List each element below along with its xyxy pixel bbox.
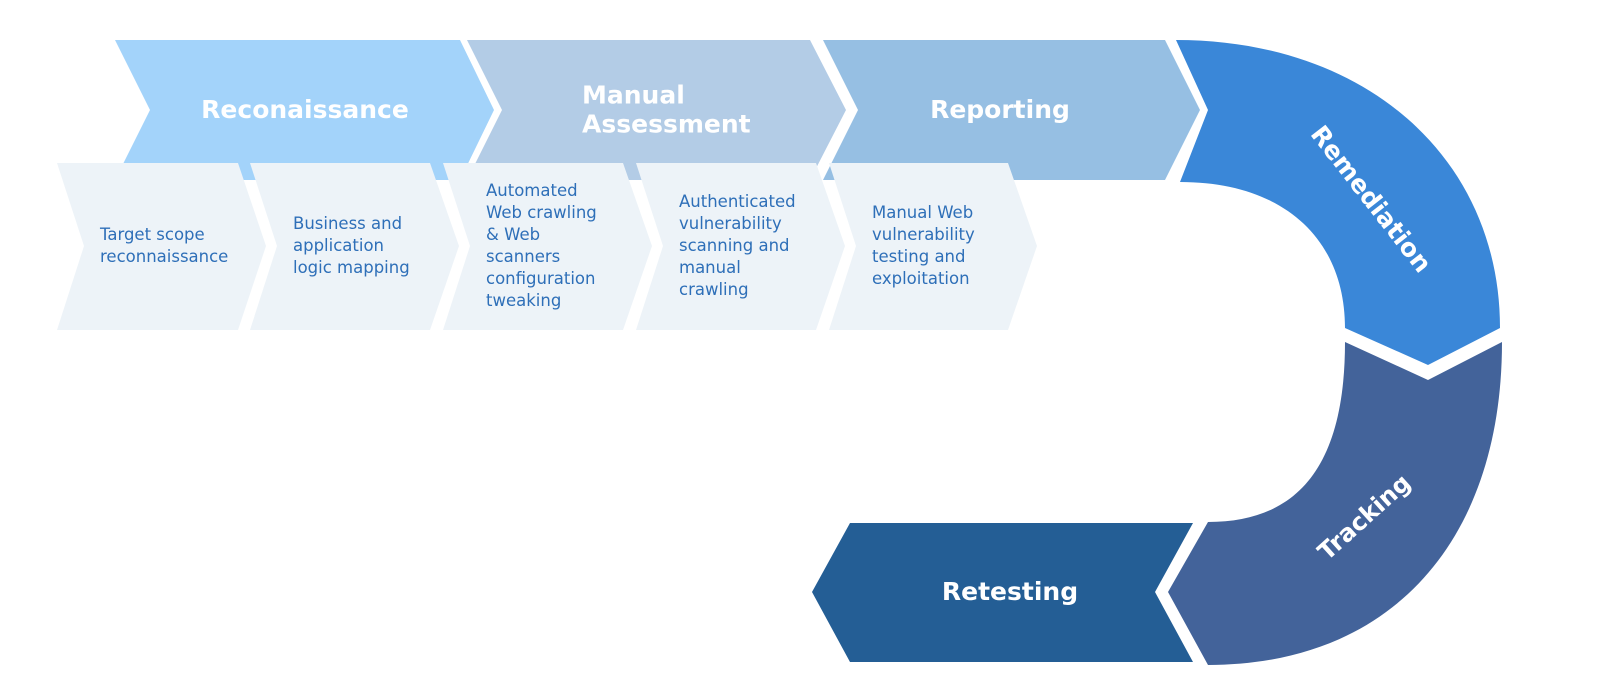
- step-chevron-2: [250, 163, 459, 330]
- text-line: exploitation: [872, 269, 970, 288]
- text-line: Authenticated: [679, 192, 796, 211]
- reconnaissance-label: Reconaissance: [201, 95, 409, 124]
- step-chevron-3: [443, 163, 652, 330]
- step-label-5: Manual Web vulnerability testing and exploi…: [872, 203, 975, 288]
- text-line: Business and: [293, 214, 402, 233]
- retesting-label: Retesting: [942, 577, 1078, 606]
- text-line: scanning and: [679, 236, 790, 255]
- text-line: testing and: [872, 247, 966, 266]
- step-chevron-4: [636, 163, 845, 330]
- text-line: reconnaissance: [100, 247, 228, 266]
- step-label-1: Target scope reconnaissance: [99, 225, 228, 266]
- text-line: tweaking: [486, 291, 561, 310]
- tracking-arc: [1168, 342, 1502, 665]
- reporting-label: Reporting: [930, 95, 1070, 124]
- reconnaissance-arrow: [115, 40, 494, 180]
- text-line: Web crawling: [486, 203, 597, 222]
- text-line: crawling: [679, 280, 749, 299]
- text-line: configuration: [486, 269, 595, 288]
- text-line: Reconaissance: [201, 95, 409, 124]
- manual-assessment-arrow: [467, 40, 846, 180]
- text-line: Reporting: [930, 95, 1070, 124]
- text-line: logic mapping: [293, 258, 410, 277]
- step-chevron-1: [57, 163, 266, 330]
- remediation-arc: [1176, 40, 1500, 365]
- text-line: Retesting: [942, 577, 1078, 606]
- text-line: vulnerability: [679, 214, 782, 233]
- reporting-arrow: [823, 40, 1200, 180]
- text-line: manual: [679, 258, 741, 277]
- text-line: scanners: [486, 247, 560, 266]
- text-line: application: [293, 236, 384, 255]
- text-line: vulnerability: [872, 225, 975, 244]
- text-line: Automated: [486, 181, 578, 200]
- step-label-4: Authenticated vulnerability scanning and ma…: [679, 192, 796, 299]
- retesting-arrow: [812, 523, 1193, 662]
- step-chevron-5: [829, 163, 1037, 330]
- step-label-2: Business and application logic mapping: [293, 214, 410, 277]
- text-line: Manual Web: [872, 203, 973, 222]
- text-line: Manual: [582, 81, 685, 110]
- text-line: Assessment: [582, 110, 751, 139]
- text-line: & Web: [486, 225, 540, 244]
- text-line: Target scope: [99, 225, 205, 244]
